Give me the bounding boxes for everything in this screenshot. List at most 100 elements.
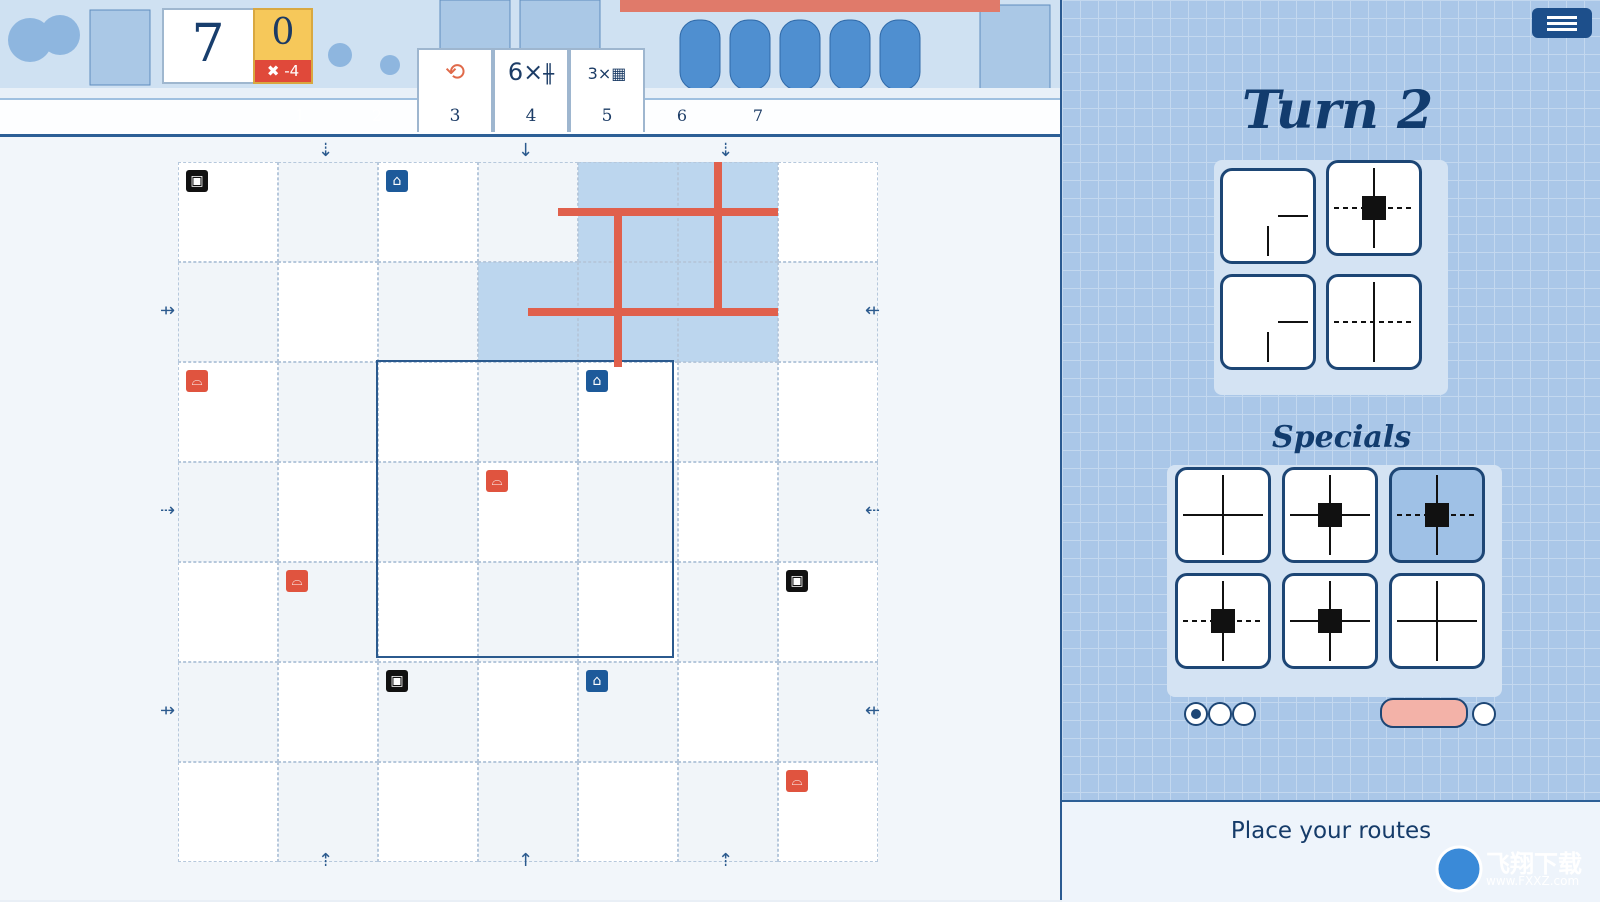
- grid-cell[interactable]: [478, 162, 578, 262]
- watermark: 飞翔下载 www.FXXZ.com: [1430, 840, 1600, 900]
- grid-cell[interactable]: [278, 362, 378, 462]
- objective-value: 5: [601, 106, 613, 126]
- grid-cell[interactable]: [778, 262, 878, 362]
- station-rail-road-icon: [1397, 475, 1477, 555]
- factory-icon: ▣: [386, 670, 408, 692]
- grid-cell[interactable]: [478, 262, 578, 362]
- objective-value: 4: [525, 106, 537, 126]
- objective-text: 6×╫: [507, 58, 555, 86]
- grid-cell[interactable]: [278, 762, 378, 862]
- exit-road-icon: ⇣: [718, 140, 734, 161]
- route-grid[interactable]: ▣⌂⌓⌂⌓⌓▣▣⌂⌓: [178, 162, 884, 868]
- special-dice-tray: [1167, 465, 1502, 697]
- grid-cell[interactable]: [478, 662, 578, 762]
- grid-cell[interactable]: [178, 662, 278, 762]
- exit-road-icon: ⇠: [865, 500, 881, 521]
- grid-cell[interactable]: [278, 462, 378, 562]
- house-icon: ⌂: [586, 370, 608, 392]
- grid-cell[interactable]: [178, 462, 278, 562]
- exit-rail-icon: ⇸: [160, 300, 176, 321]
- university-icon: ⌓: [786, 770, 808, 792]
- watermark-text: 飞翔下载: [1486, 850, 1582, 878]
- grid-cell[interactable]: [678, 362, 778, 462]
- score-value: 7: [191, 14, 225, 74]
- exit-road-icon: ⇢: [160, 500, 176, 521]
- station-rail-cross-icon[interactable]: [1282, 573, 1378, 669]
- grid-cell[interactable]: [678, 162, 778, 262]
- station-rail-cross-icon: [1290, 581, 1370, 661]
- route-dice-tray: [1214, 160, 1448, 395]
- grid-cell[interactable]: [278, 262, 378, 362]
- grid-cell[interactable]: [278, 162, 378, 262]
- central-zone-outline: [376, 360, 674, 658]
- status-bar: Place your routes: [1062, 800, 1600, 902]
- house-icon: ⌂: [586, 670, 608, 692]
- penalty-card: 0 ✖ -4: [253, 8, 313, 84]
- grid-cell[interactable]: [378, 462, 478, 562]
- station-rail-road-icon[interactable]: [1326, 160, 1422, 256]
- station-rail-road-icon: [1334, 168, 1414, 248]
- turn-title: Turn 2: [1242, 80, 1434, 141]
- grid-cell[interactable]: [678, 762, 778, 862]
- station-cross-road-icon[interactable]: [1282, 467, 1378, 563]
- grid-cell[interactable]: [778, 362, 878, 462]
- exit-rail-icon: ↓: [518, 140, 534, 161]
- specials-used-pip: [1472, 702, 1496, 726]
- grid-cell[interactable]: [578, 262, 678, 362]
- grid-cell[interactable]: [278, 662, 378, 762]
- grid-cell[interactable]: [578, 462, 678, 562]
- cross-rail-icon[interactable]: [1175, 467, 1271, 563]
- penalty-mark-value: -4: [284, 62, 300, 80]
- special-remaining-pip: [1208, 702, 1232, 726]
- turn-marker: 1: [285, 106, 315, 125]
- grid-cell[interactable]: [478, 362, 578, 462]
- objective-value: 3: [449, 106, 461, 126]
- curve-rail-icon: [1267, 215, 1308, 256]
- grid-cell[interactable]: [678, 562, 778, 662]
- cross-road-icon[interactable]: [1389, 573, 1485, 669]
- penalty-value: 0: [271, 12, 295, 53]
- exit-rail-icon: ⇷: [865, 300, 881, 321]
- grid-cell[interactable]: [578, 162, 678, 262]
- grid-cell[interactable]: [378, 362, 478, 462]
- grid-cell[interactable]: [178, 262, 278, 362]
- curve-rail-icon[interactable]: [1220, 168, 1316, 264]
- grid-cell[interactable]: [378, 762, 478, 862]
- grid-cell[interactable]: [178, 562, 278, 662]
- grid-cell[interactable]: [478, 762, 578, 862]
- grid-cell[interactable]: [178, 762, 278, 862]
- grid-cell[interactable]: [678, 662, 778, 762]
- grid-cell[interactable]: [778, 162, 878, 262]
- exit-rail-icon: ↑: [518, 850, 534, 871]
- objective-text: 3×▦: [587, 64, 627, 83]
- grid-icon: ▦: [611, 64, 627, 83]
- grid-cell[interactable]: [378, 562, 478, 662]
- grid-cell[interactable]: [578, 562, 678, 662]
- grid-cell[interactable]: [378, 262, 478, 362]
- turn-marker: 2: [362, 106, 392, 125]
- objective-card[interactable]: ⟲ 3: [417, 48, 493, 132]
- station-t-icon[interactable]: [1175, 573, 1271, 669]
- station-rail-road-icon[interactable]: [1389, 467, 1485, 563]
- watermark-logo-icon: [1435, 845, 1483, 893]
- junction-rail-icon[interactable]: [1326, 274, 1422, 370]
- station-cross-road-icon: [1290, 475, 1370, 555]
- curve-rail-icon[interactable]: [1220, 274, 1316, 370]
- exit-road-icon: ⇡: [718, 850, 734, 871]
- special-remaining-pip: [1184, 702, 1208, 726]
- penalty-mark: ✖ -4: [255, 60, 311, 82]
- grid-cell[interactable]: [678, 262, 778, 362]
- menu-button[interactable]: [1532, 8, 1592, 38]
- game-board-area: 7 0 ✖ -4 1 2 3 4 5 6 7 ⟲ 3 6×╫ 4 3×▦ 5 ▣…: [0, 0, 1060, 900]
- grid-cell[interactable]: [778, 662, 878, 762]
- grid-cell[interactable]: [578, 762, 678, 862]
- objective-card[interactable]: 6×╫ 4: [493, 48, 569, 132]
- turn-marker: 6: [676, 106, 688, 125]
- objective-card[interactable]: 3×▦ 5: [569, 48, 645, 132]
- grid-cell[interactable]: [478, 562, 578, 662]
- factory-icon: ▣: [786, 570, 808, 592]
- grid-cell[interactable]: [678, 462, 778, 562]
- watermark-url: www.FXXZ.com: [1486, 874, 1580, 888]
- exit-rail-icon: ⇸: [160, 700, 176, 721]
- grid-cell[interactable]: [778, 462, 878, 562]
